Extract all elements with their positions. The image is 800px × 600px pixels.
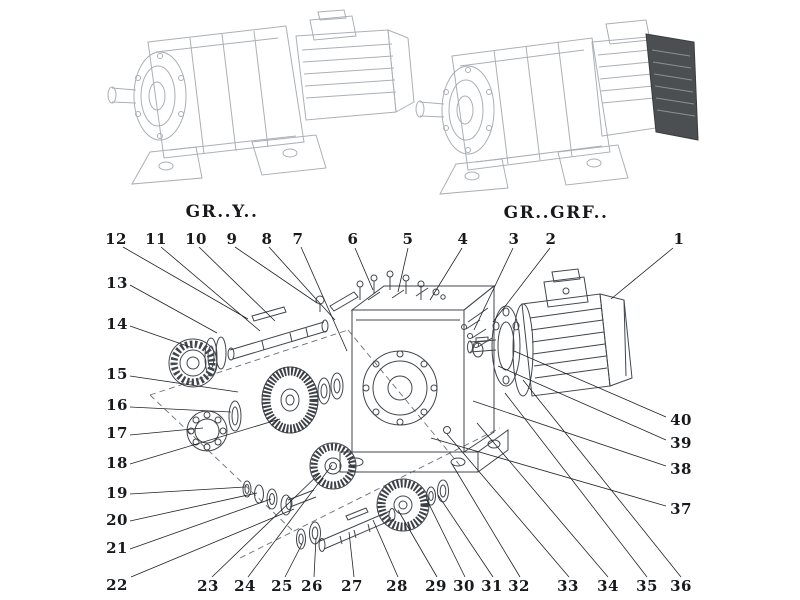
callout-39: 39: [670, 434, 692, 452]
callout-26: 26: [301, 577, 323, 595]
callout-17: 17: [106, 424, 128, 442]
model-label-gr-y: GR..Y..: [185, 202, 259, 222]
callout-40: 40: [670, 411, 692, 429]
callout-16: 16: [106, 396, 128, 414]
callout-37: 37: [670, 500, 692, 518]
callout-1: 1: [673, 230, 685, 248]
callout-20: 20: [106, 511, 128, 529]
callout-22: 22: [106, 576, 128, 594]
callout-30: 30: [453, 577, 475, 595]
callout-13: 13: [106, 274, 128, 292]
callout-11: 11: [145, 230, 167, 248]
callout-19: 19: [106, 484, 128, 502]
motor-assembly: [467, 268, 633, 397]
callout-2: 2: [545, 230, 557, 248]
callout-28: 28: [386, 577, 408, 595]
callout-15: 15: [106, 365, 128, 383]
callout-38: 38: [670, 460, 692, 478]
callout-18: 18: [106, 454, 128, 472]
callout-5: 5: [402, 230, 414, 248]
callout-29: 29: [425, 577, 447, 595]
callout-35: 35: [636, 577, 658, 595]
assembled-view-gr-grf: [415, 19, 699, 195]
callout-34: 34: [597, 577, 619, 595]
callout-12: 12: [105, 230, 127, 248]
output-shaft-cluster: [296, 478, 449, 552]
intermediate-gear-cluster: [242, 442, 357, 516]
callout-14: 14: [106, 315, 128, 333]
callout-36: 36: [670, 577, 692, 595]
callout-8: 8: [261, 230, 273, 248]
callout-33: 33: [557, 577, 579, 595]
motor-flange: [491, 305, 521, 387]
callout-7: 7: [292, 230, 304, 248]
callout-27: 27: [341, 577, 363, 595]
callout-23: 23: [197, 577, 219, 595]
callout-25: 25: [271, 577, 293, 595]
dark-fan-cover: [645, 33, 699, 141]
input-shaft-cluster: [168, 306, 344, 452]
callout-3: 3: [508, 230, 520, 248]
intermediate-gear: [309, 442, 357, 490]
callout-21: 21: [106, 539, 128, 557]
model-label-gr-grf: GR..GRF..: [503, 203, 609, 223]
assembled-view-gr-y: [107, 9, 415, 185]
output-gear: [376, 478, 430, 532]
leader-lines: [122, 246, 682, 578]
callout-24: 24: [234, 577, 256, 595]
callout-10: 10: [185, 230, 207, 248]
callout-9: 9: [226, 230, 238, 248]
callout-31: 31: [481, 577, 503, 595]
gear-housing: [339, 284, 509, 473]
callout-4: 4: [457, 230, 469, 248]
callout-6: 6: [347, 230, 359, 248]
callout-32: 32: [508, 577, 530, 595]
